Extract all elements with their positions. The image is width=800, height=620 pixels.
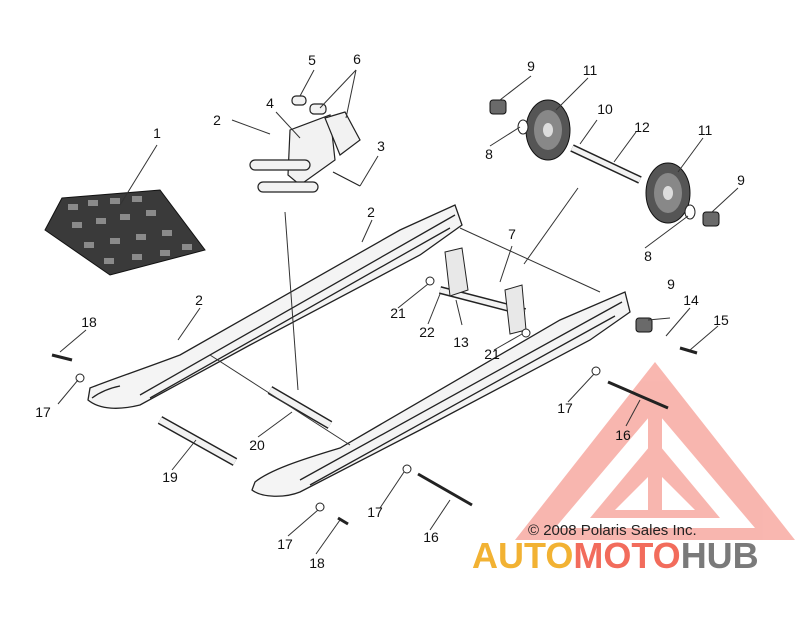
copyright-notice: © 2008 Polaris Sales Inc. [528, 522, 697, 539]
long-shaft [157, 416, 238, 466]
washers [75, 119, 696, 512]
callout-15: 15 [713, 312, 729, 328]
callout-22: 22 [419, 324, 435, 340]
callout-13: 13 [453, 334, 469, 350]
callout-8: 8 [644, 248, 652, 264]
callout-21: 21 [484, 346, 500, 362]
callout-5: 5 [308, 52, 316, 68]
callout-9: 9 [667, 276, 675, 292]
watermark-brand: AUTOMOTOHUB [472, 536, 759, 576]
track-belt [44, 189, 206, 276]
callout-18: 18 [309, 555, 325, 571]
callout-2: 2 [367, 204, 375, 220]
pivot-shaft [267, 386, 333, 429]
callout-10: 10 [597, 101, 613, 117]
callout-4: 4 [266, 95, 274, 111]
callout-11: 11 [697, 122, 713, 138]
callout-8: 8 [485, 146, 493, 162]
callout-12: 12 [634, 119, 650, 135]
watermark-part-hub: HUB [680, 535, 759, 576]
callout-17: 17 [35, 404, 51, 420]
bolts [51, 346, 698, 526]
callout-16: 16 [423, 529, 439, 545]
watermark-part-moto: MOTO [573, 535, 681, 576]
callout-7: 7 [508, 226, 516, 242]
callout-21: 21 [390, 305, 406, 321]
wheel-nuts [489, 99, 720, 333]
callout-20: 20 [249, 437, 265, 453]
torque-arm-bracket [249, 95, 361, 193]
upper-slide-rail [87, 204, 463, 409]
idler-wheel-left [525, 99, 571, 161]
watermark-part-auto: AUTO [472, 535, 574, 576]
callout-19: 19 [162, 469, 178, 485]
callout-9: 9 [527, 58, 535, 74]
callout-17: 17 [557, 400, 573, 416]
callout-17: 17 [367, 504, 383, 520]
leader-lines [57, 69, 739, 555]
idler-wheel-right [645, 162, 691, 224]
callout-6: 6 [353, 51, 361, 67]
callout-17: 17 [277, 536, 293, 552]
watermark-logo-triangle [515, 362, 795, 540]
callout-2: 2 [195, 292, 203, 308]
callout-14: 14 [683, 292, 699, 308]
cross-shaft [438, 247, 527, 335]
lower-slide-rail [251, 291, 631, 497]
callout-18: 18 [81, 314, 97, 330]
callout-16: 16 [615, 427, 631, 443]
callout-9: 9 [737, 172, 745, 188]
callout-11: 11 [582, 62, 598, 78]
callout-1: 1 [153, 125, 161, 141]
callout-3: 3 [377, 138, 385, 154]
callout-2: 2 [213, 112, 221, 128]
idler-axle [570, 144, 642, 184]
